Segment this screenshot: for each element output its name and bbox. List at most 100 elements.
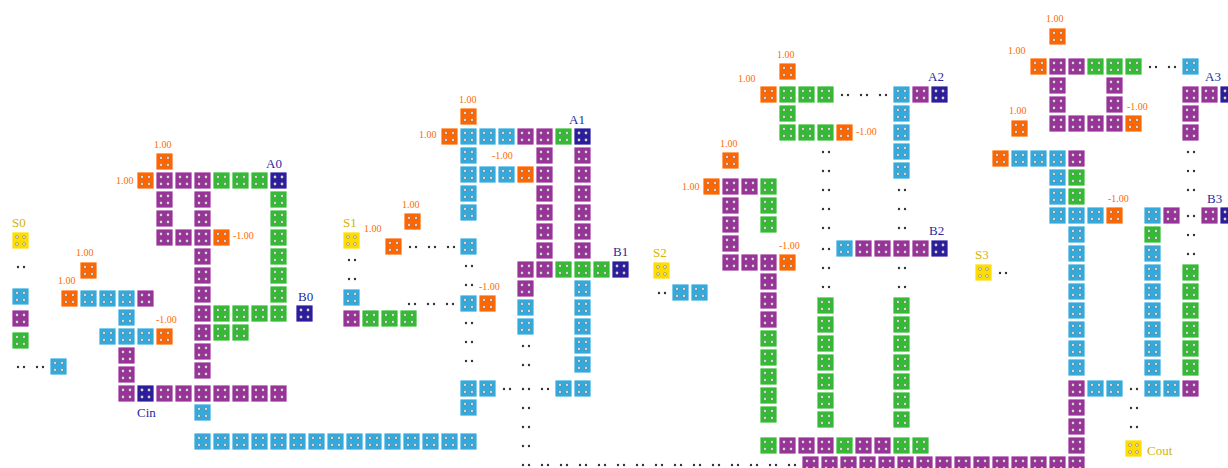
cell-dot — [148, 294, 151, 297]
qca-cell — [893, 240, 910, 257]
cell-dot — [1136, 451, 1139, 454]
cell-dot — [471, 177, 474, 180]
cell-dot — [1224, 218, 1227, 221]
cell-dot — [1193, 69, 1196, 72]
cell-dot — [714, 189, 717, 192]
cell-dot — [828, 415, 831, 418]
cell-dot — [783, 448, 786, 451]
cell-dot — [179, 389, 182, 392]
qca-cell — [156, 328, 173, 345]
cell-dot — [783, 258, 786, 261]
cell-dot — [396, 242, 399, 245]
cell-dot — [1072, 249, 1075, 252]
qca-cell — [817, 86, 834, 103]
cell-dot — [1079, 448, 1082, 451]
cell-dot — [1174, 391, 1177, 394]
cell-dot — [129, 389, 132, 392]
cell-dot — [483, 177, 486, 180]
cell-dot — [274, 195, 277, 198]
cell-dot — [1098, 211, 1101, 214]
crossover-dot — [1187, 253, 1189, 255]
cell-dot — [1060, 460, 1063, 463]
cell-dot — [407, 444, 410, 447]
crossover-dot — [756, 464, 758, 466]
qca-cell — [12, 288, 29, 305]
cell-dot — [521, 170, 524, 173]
cell-dot — [733, 208, 736, 211]
cell-dot — [16, 292, 19, 295]
cell-dot — [847, 135, 850, 138]
cell-dot — [1003, 154, 1006, 157]
cell-dot — [752, 265, 755, 268]
crossover-dot — [428, 246, 430, 248]
cell-dot — [996, 161, 999, 164]
cell-dot — [897, 135, 900, 138]
cell-dot — [771, 448, 774, 451]
cell-dot — [129, 320, 132, 323]
crossover-dot — [1149, 66, 1151, 68]
cell-dot — [1072, 403, 1075, 406]
cell-dot — [904, 422, 907, 425]
cell-dot — [198, 437, 201, 440]
cell-dot — [851, 460, 854, 463]
cell-dot — [471, 208, 474, 211]
cell-dot — [396, 249, 399, 252]
qca-cell — [722, 254, 739, 271]
qca-cell — [975, 264, 992, 281]
cell-dot — [585, 272, 588, 275]
cell-dot — [828, 358, 831, 361]
cell-dot — [354, 236, 357, 239]
qca-cell — [194, 433, 211, 450]
qca-cell — [296, 305, 313, 322]
cell-dot — [559, 272, 562, 275]
crossover-dot — [471, 322, 473, 324]
cell-dot — [255, 389, 258, 392]
qca-cell — [118, 328, 135, 345]
cell-dot — [840, 251, 843, 254]
cell-dot — [16, 343, 19, 346]
cell-dot — [528, 329, 531, 332]
cell-dot — [714, 182, 717, 185]
cell-dot — [198, 328, 201, 331]
cell-dot — [1148, 325, 1151, 328]
cell-dot — [23, 336, 26, 339]
cell-dot — [920, 460, 923, 463]
cell-dot — [904, 166, 907, 169]
cell-dot — [1186, 332, 1189, 335]
cell-dot — [764, 220, 767, 223]
cell-dot — [764, 391, 767, 394]
cell-dot — [897, 441, 900, 444]
cell-dot — [676, 288, 679, 291]
cell-dot — [243, 176, 246, 179]
crossover-dot — [528, 388, 530, 390]
cell-dot — [1072, 351, 1075, 354]
qca-cell — [798, 437, 815, 454]
cell-dot — [821, 308, 824, 311]
cell-dot — [1022, 154, 1025, 157]
cell-dot — [110, 294, 113, 297]
qca-cell — [1049, 188, 1066, 205]
cell-dot — [198, 389, 201, 392]
cell-dot — [578, 360, 581, 363]
cell-dot — [1072, 180, 1075, 183]
cell-dot — [1155, 351, 1158, 354]
cell-dot — [408, 217, 411, 220]
cell-dot — [205, 271, 208, 274]
cell-dot — [281, 195, 284, 198]
cell-dot — [828, 97, 831, 100]
cell-dot — [802, 135, 805, 138]
cell-dot — [585, 329, 588, 332]
cell-dot — [61, 362, 64, 365]
cell-dot — [664, 273, 667, 276]
cell-dot — [490, 170, 493, 173]
cell-dot — [198, 297, 201, 300]
cell-dot — [1079, 62, 1082, 65]
qca-cell — [840, 456, 857, 468]
cell-dot — [1079, 391, 1082, 394]
cell-dot — [1155, 275, 1158, 278]
crossover-dot — [661, 464, 663, 466]
cell-dot — [939, 460, 942, 463]
qca-cell — [912, 437, 929, 454]
cell-dot — [540, 151, 543, 154]
